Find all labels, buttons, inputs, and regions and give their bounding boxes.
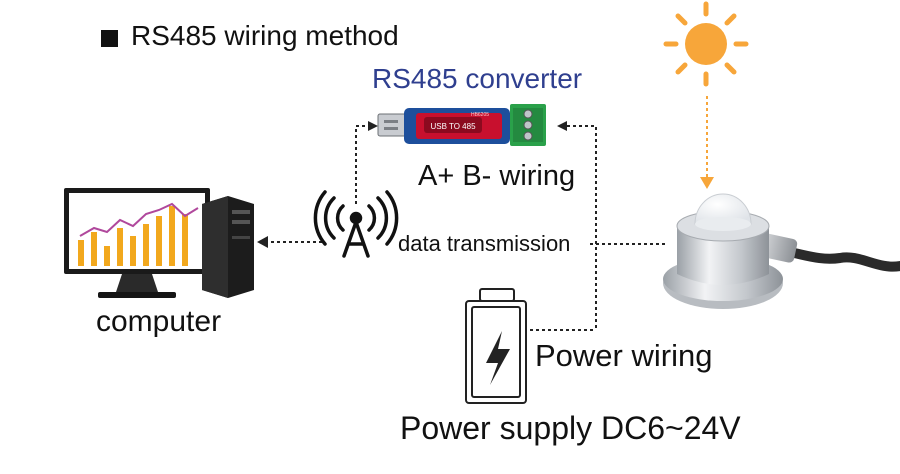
power-wiring-label: Power wiring	[535, 338, 713, 373]
connection-lines	[266, 96, 708, 331]
arrowhead-to-terminal	[557, 121, 567, 131]
antenna-icon	[313, 190, 399, 258]
power-supply-label: Power supply DC6~24V	[400, 410, 741, 446]
converter-label: RS485 converter	[372, 63, 583, 94]
arrowhead-to-sensor	[700, 177, 714, 189]
computer-label: computer	[96, 305, 222, 338]
sun-icon	[663, 1, 749, 87]
converter-brand: HB6205	[471, 112, 489, 118]
diagram-title: RS485 wiring method	[131, 20, 399, 51]
converter-to-antenna-line	[355, 125, 370, 204]
wiring-label: A+ B- wiring	[418, 160, 576, 192]
transmission-label: data transmission	[398, 231, 571, 256]
battery-icon	[465, 288, 527, 404]
converter-badge: USB TO 485	[430, 122, 476, 131]
arrowhead-to-converter	[368, 121, 378, 131]
square-bullet-icon	[101, 30, 118, 47]
converter-to-sensor-line	[567, 125, 597, 330]
arrowhead-to-computer	[257, 236, 268, 248]
computer-icon	[64, 188, 254, 298]
sensor-icon	[663, 193, 900, 309]
usb-converter-icon: USB TO 485 HB6205	[377, 104, 546, 146]
